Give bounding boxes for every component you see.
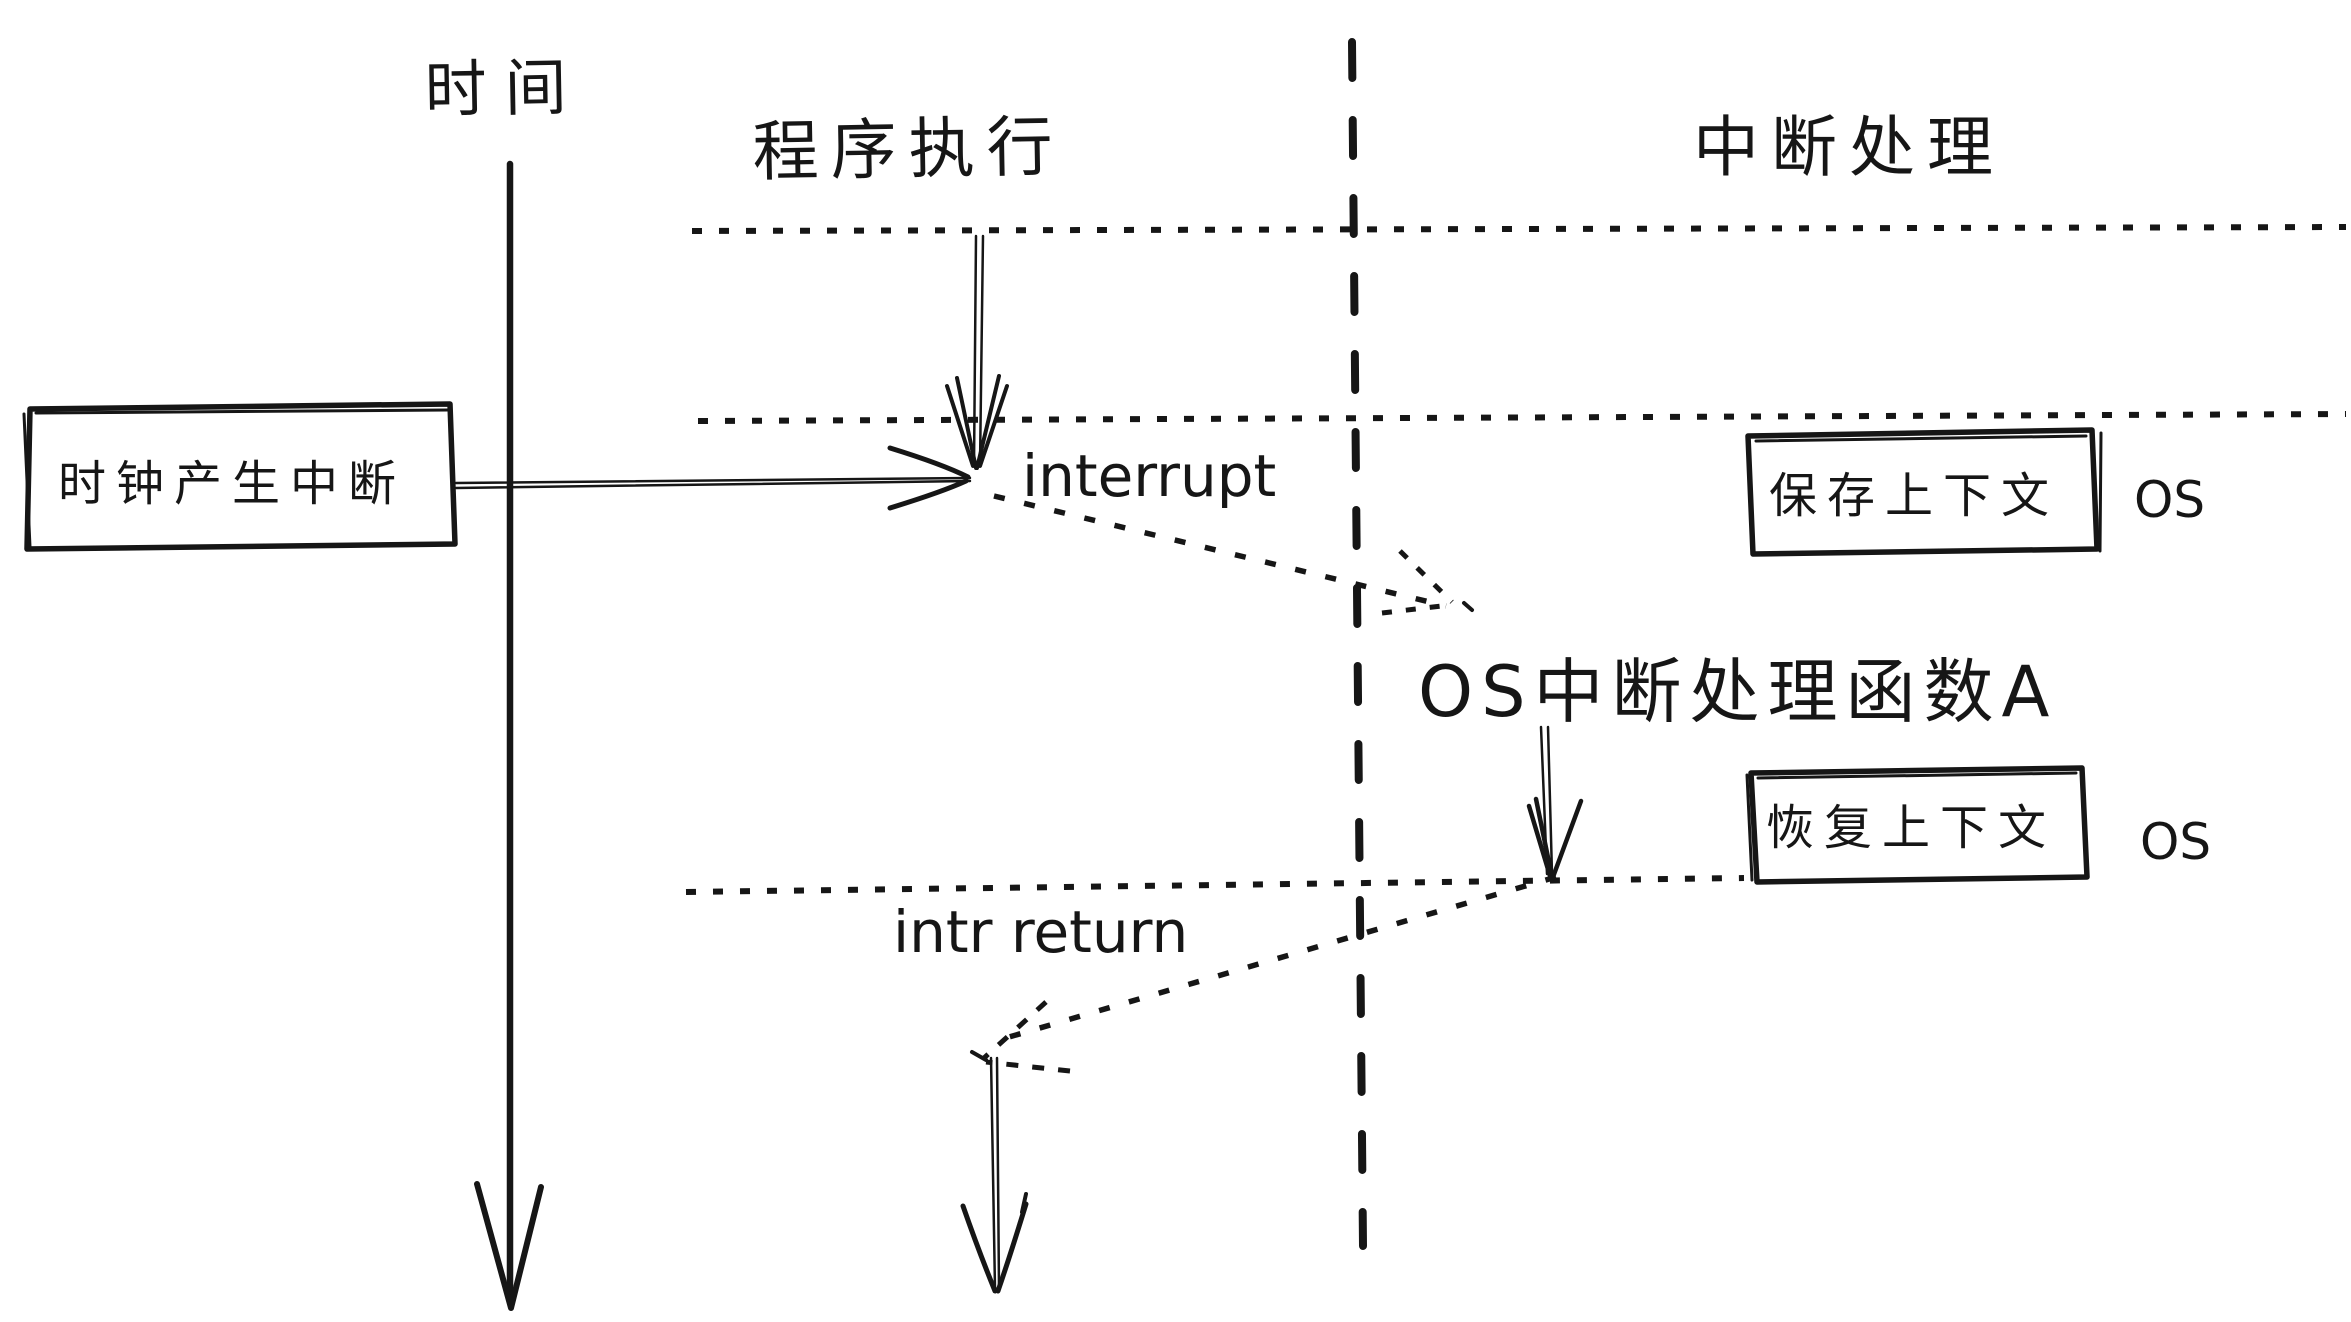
timeline-dotted-line-3 [685,875,1745,895]
program-arrow-bottom-head-left [960,1203,998,1294]
interrupt-dotted-arrow-tick [1462,601,1474,612]
program-arrow-bottom-head-tick [1020,1192,1028,1214]
save-context-box: 保存上下文 [1745,427,2103,557]
save-context-label: 保存上下文 [1769,468,2059,524]
save-context-box-sketch-stroke-right [2098,431,2103,553]
os-label-restore: OS [2140,813,2211,871]
intr-return-dotted-arrowhead-lower [985,1059,1071,1074]
handler-arrowhead-stroke-1 [1526,803,1553,879]
program-execution-arrow-top [945,234,1009,470]
time-axis-arrowhead [474,1181,544,1311]
intr-return-dotted-arrow-tick [970,1050,988,1062]
timeline-dotted-line-2 [697,411,2347,424]
clock-to-program-arrow [454,445,972,511]
program-arrow-bottom-line-1 [989,1056,997,1291]
program-arrow-top-head-stroke-4 [975,374,1001,470]
clock-arrow-line-1 [454,476,972,485]
interrupt-dotted-arrowhead-upper [1398,549,1454,604]
interrupt-dotted-arrowhead-lower [1381,602,1451,616]
program-arrow-top-line-1 [972,234,978,468]
handler-to-program-dotted-arrow [970,874,1557,1074]
handler-arrow-line-2 [1546,725,1554,876]
interrupt-column-label: 中断处理 [1693,109,2005,186]
column-divider-dashed-line [1348,38,1367,1250]
program-arrow-top-head-stroke-2 [955,376,978,470]
program-execution-arrow-bottom [960,1056,1029,1294]
restore-context-label: 恢复上下文 [1766,800,2056,856]
time-axis-label: 时间 [424,51,585,127]
program-arrow-bottom-head-right [995,1201,1029,1294]
handler-arrowhead-stroke-3 [1550,798,1584,880]
save-context-box-border [1745,427,2100,557]
os-label-save: OS [2134,471,2205,529]
interrupt-label: interrupt [1022,442,1276,510]
intr-return-dotted-arrowhead-upper [982,1000,1048,1060]
clock-interrupt-box-sketch-stroke-top [34,408,450,415]
restore-context-box: 恢复上下文 [1745,765,2090,885]
restore-context-box-border [1748,765,2090,885]
handler-arrowhead-stroke-2 [1533,796,1555,880]
restore-context-box-sketch-stroke-top [1756,771,2078,780]
os-handler-label: OS中断处理函数A [1418,651,2057,733]
program-arrow-top-head-stroke-3 [978,384,1009,468]
intr-return-label: intr return [893,898,1188,966]
restore-context-box-sketch-stroke-left [1745,773,1754,882]
clock-interrupt-box: 时钟产生中断 [22,401,458,552]
clock-interrupt-box-sketch-stroke-left [22,412,32,549]
program-column-label: 程序执行 [752,108,1065,190]
save-context-box-sketch-stroke-top [1754,434,2088,443]
interrupt-to-handler-dotted-arrow [993,493,1474,616]
time-axis-arrow [474,160,544,1311]
interrupt-dotted-line [993,493,1447,609]
intr-return-dotted-line [991,874,1557,1045]
handler-execution-arrow [1526,725,1584,880]
timeline-dotted-line-1 [691,224,2347,234]
clock-interrupt-box-label: 时钟产生中断 [58,456,406,512]
clock-arrowhead-upper [887,445,971,480]
program-arrow-top-line-2 [978,234,985,468]
clock-arrowhead-lower [887,478,969,511]
clock-arrow-line-2 [454,479,972,490]
program-arrow-top-head-stroke-1 [945,384,975,468]
program-arrow-bottom-line-2 [995,1056,1001,1291]
